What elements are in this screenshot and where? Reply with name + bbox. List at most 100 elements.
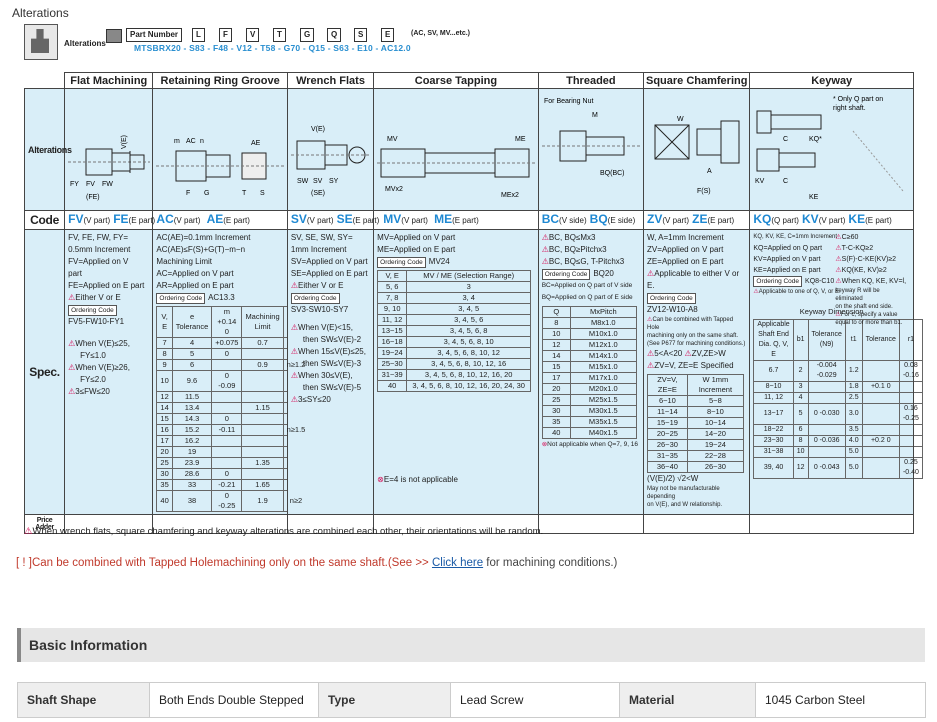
square-chamfering-diagram: W A F(S) bbox=[654, 116, 740, 195]
code-mv-part: (V part) bbox=[401, 216, 428, 225]
wrench-label-sw: SW bbox=[297, 178, 309, 185]
wrench-label-sy: SY bbox=[329, 178, 339, 185]
table-cell: 11~14 bbox=[647, 406, 688, 418]
table-cell: 11.5 bbox=[171, 391, 213, 403]
code-ring: AC(V part) AE(E part) bbox=[152, 210, 288, 230]
spec-flat-line: FV, FE, FW, FY= bbox=[68, 233, 129, 242]
table-cell: 6~10 bbox=[647, 395, 688, 407]
table-cell: 10~14 bbox=[686, 417, 745, 429]
code-ac-part: (V part) bbox=[173, 216, 201, 225]
spec-square-note2: on V(E), and W relationship. bbox=[647, 502, 723, 508]
table-cell: 4.0 bbox=[844, 435, 863, 447]
spec-flat-cond: When V(E)≤25, bbox=[75, 339, 130, 348]
table-header-cell: MV / ME (Selection Range) bbox=[406, 270, 532, 282]
spec-keyway-line: KV=Applied on V part bbox=[753, 256, 821, 263]
table-cell: 40 bbox=[156, 490, 173, 512]
ring-label-ae: AE bbox=[251, 140, 261, 147]
code-ac: AC bbox=[156, 212, 174, 226]
table-cell bbox=[241, 413, 284, 425]
table-cell: 3.5 bbox=[844, 424, 863, 436]
spec-threaded-note: Not applicable when Q=7, 9, 16 bbox=[547, 441, 639, 448]
spec-ring-line: AC(AE)=0.1mm Increment bbox=[156, 233, 251, 242]
click-here-link[interactable]: Click here bbox=[431, 557, 484, 569]
spec-square-small: Can be combined with Tapped Hole bbox=[647, 317, 734, 331]
code-threaded: BC(V side) BQ(E side) bbox=[537, 210, 645, 230]
spec-threaded-code: BQ20 bbox=[593, 269, 614, 278]
table-header-cell: ZV=V, ZE=E bbox=[647, 374, 688, 396]
code-me: ME bbox=[434, 212, 453, 226]
price-threaded bbox=[537, 514, 645, 534]
part-number-box: G bbox=[300, 28, 315, 42]
table-cell: -0.004 -0.029 bbox=[807, 360, 846, 382]
table-cell: 2.5 bbox=[844, 392, 863, 404]
table-header-cell: Machining Limit bbox=[241, 306, 284, 338]
spec-flat-line: FV=Applied on V bbox=[68, 257, 129, 266]
row-label-code: Code bbox=[23, 210, 66, 230]
table-cell: 16 bbox=[156, 424, 173, 436]
table-cell bbox=[861, 457, 900, 479]
code-flat: FV(V part) FE(E part) bbox=[64, 210, 155, 230]
table-cell: 0 bbox=[211, 468, 243, 480]
table-cell: 10 bbox=[541, 328, 571, 340]
table-cell bbox=[898, 424, 923, 436]
table-cell: 0 -0.043 bbox=[807, 457, 846, 479]
flat-label-fw: FW bbox=[102, 181, 113, 188]
spec-wrench-cond: When V(E)<15, bbox=[298, 323, 353, 332]
table-cell: 5.0 bbox=[844, 457, 863, 479]
spec-flat-line: 0.5mm Increment bbox=[68, 245, 131, 254]
code-wrench: SV(V part) SE(E part) bbox=[286, 210, 379, 230]
table-cell: 0 bbox=[211, 413, 243, 425]
flat-label-fe: (FE) bbox=[86, 194, 100, 201]
table-cell: 14 bbox=[156, 402, 173, 414]
table-cell: 0 -0.036 bbox=[807, 435, 846, 447]
alteration-icon bbox=[24, 24, 58, 60]
table-cell bbox=[211, 359, 243, 371]
spec-keyway-line: KE=Applied on E part bbox=[753, 267, 821, 274]
code-mv: MV bbox=[383, 212, 402, 226]
table-cell: M14x1.0 bbox=[569, 350, 637, 362]
table-cell: 20 bbox=[156, 446, 173, 458]
table-cell: 5~8 bbox=[686, 395, 745, 407]
table-cell bbox=[241, 435, 284, 447]
spec-threaded-line: BC, BQ≤Mx3 bbox=[548, 233, 596, 242]
prohibited-icon: ⊗ bbox=[377, 475, 384, 484]
keyway-diagram: * Only Q part on right shaft. C KQ* KV C… bbox=[755, 96, 904, 201]
table-cell: 19~24 bbox=[686, 439, 745, 451]
table-cell bbox=[211, 457, 243, 469]
ring-label-ac: AC bbox=[186, 138, 196, 145]
tapping-drawing: MV ME MVx2 MEx2 bbox=[373, 88, 539, 211]
table-cell: 38 bbox=[171, 490, 213, 512]
square-label-w: W bbox=[677, 116, 684, 123]
warning-icon: ⚠ bbox=[647, 269, 655, 278]
table-cell: 8~10 bbox=[686, 406, 745, 418]
wrench-label-v: V(E) bbox=[311, 126, 325, 133]
spec-keyway-c1: C≥60 bbox=[841, 234, 859, 241]
table-cell bbox=[898, 446, 923, 458]
col-flat-machining: Flat Machining bbox=[64, 72, 154, 89]
table-cell: 0 bbox=[211, 348, 243, 360]
price-wrench bbox=[286, 514, 375, 534]
warning-icon: ⚠ bbox=[647, 349, 655, 358]
spec-keyway-line: KQ=Applied on Q part bbox=[753, 245, 823, 252]
part-number-box: E bbox=[381, 28, 395, 42]
table-cell: 12 bbox=[541, 339, 571, 351]
warning-icon: ⚠ bbox=[835, 256, 842, 263]
table-header-cell: e Tolerance bbox=[171, 306, 213, 338]
code-fv: FV bbox=[68, 212, 84, 226]
spec-tapping-line: ME=Applied on E part bbox=[377, 245, 456, 254]
